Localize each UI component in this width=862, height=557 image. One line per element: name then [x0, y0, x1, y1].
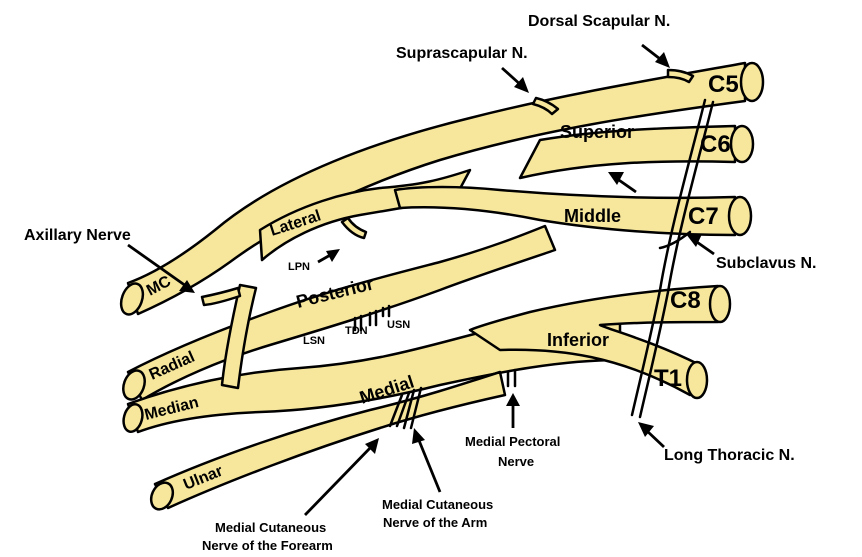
label-dorsal-scapular: Dorsal Scapular N.: [528, 13, 670, 30]
lpn-stub: [342, 218, 366, 238]
label-mcn-arm-1: Medial Cutaneous: [382, 497, 493, 512]
arrow-mcn-forearm: [305, 446, 372, 515]
arrow-mcn-arm-head: [412, 428, 425, 444]
label-axillary: Axillary Nerve: [24, 227, 131, 244]
label-c8: C8: [670, 287, 701, 314]
label-mcn-arm-2: Nerve of the Arm: [383, 515, 487, 530]
label-t1: T1: [654, 365, 682, 392]
label-mcn-forearm-2: Nerve of the Forearm: [202, 538, 333, 553]
arrow-dorsal-scapular-head: [655, 52, 670, 68]
label-medial-pectoral-1: Medial Pectoral: [465, 434, 560, 449]
label-lsn: LSN: [303, 335, 325, 347]
label-subclavus: Subclavus N.: [716, 255, 816, 272]
label-c6: C6: [700, 131, 731, 158]
label-medial-pectoral-2: Nerve: [498, 454, 534, 469]
t1-end: [687, 362, 707, 398]
c8-end: [710, 286, 730, 322]
arrow-mcn-arm: [418, 438, 440, 492]
label-lpn: LPN: [288, 261, 310, 273]
label-mcn-forearm-1: Medial Cutaneous: [215, 520, 326, 535]
label-c5: C5: [708, 71, 739, 98]
arrow-long-thoracic: [646, 430, 664, 447]
arrow-medial-pectoral-head: [506, 393, 520, 406]
label-c7: C7: [688, 203, 719, 230]
c7-end: [729, 197, 751, 235]
label-tdn: TDN: [345, 325, 368, 337]
label-suprascapular: Suprascapular N.: [396, 45, 528, 62]
c5-end: [741, 63, 763, 101]
medial-pectoral-stub: [508, 370, 515, 386]
label-superior-trunk: Superior: [560, 122, 634, 142]
nerve-network: [117, 63, 763, 513]
axillary-branch: [202, 288, 240, 305]
label-usn: USN: [387, 319, 410, 331]
label-inferior-trunk: Inferior: [547, 330, 609, 350]
c6-end: [731, 126, 753, 162]
label-middle-trunk: Middle: [564, 206, 621, 226]
label-long-thoracic: Long Thoracic N.: [664, 447, 795, 464]
